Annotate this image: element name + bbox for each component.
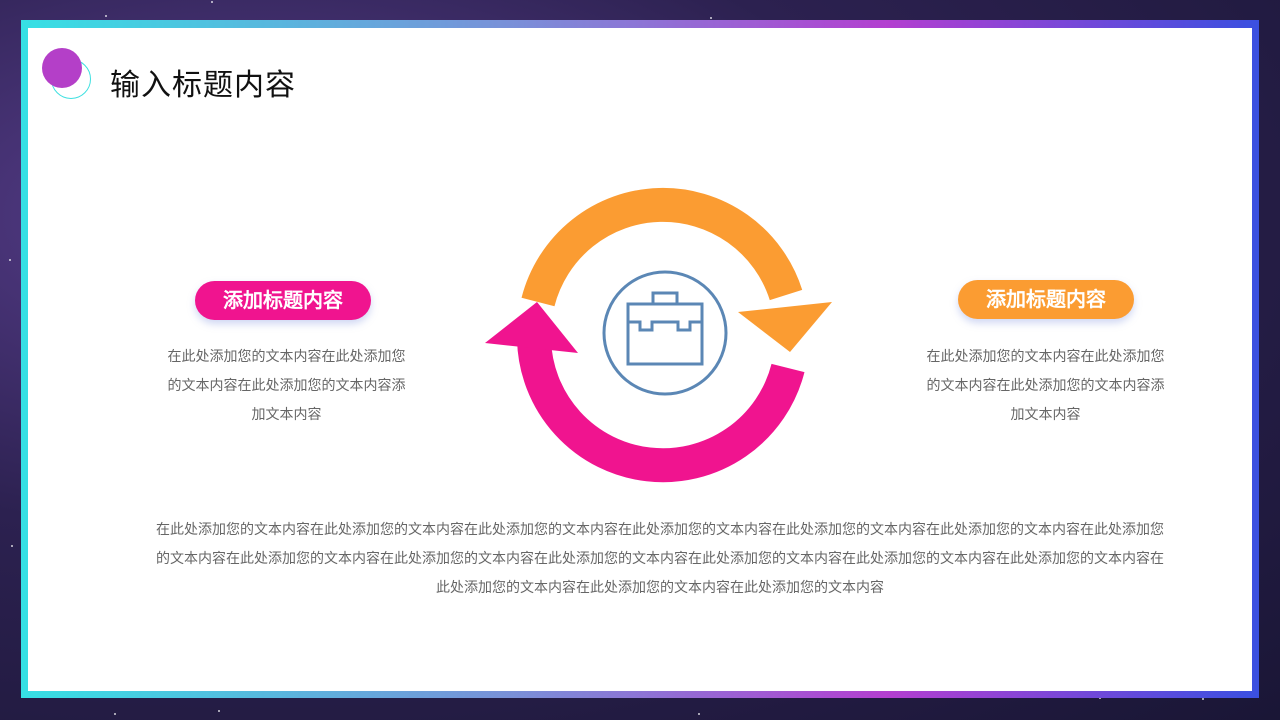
- pink-arrow-arc: [517, 338, 805, 483]
- star: [104, 15, 107, 18]
- star: [218, 709, 221, 712]
- right-heading-pill: 添加标题内容: [958, 280, 1134, 319]
- orange-arrow-arc: [521, 187, 803, 307]
- star: [709, 17, 712, 20]
- right-text: 在此处添加您的文本内容在此处添加您的文本内容在此处添加您的文本内容添加文本内容: [926, 349, 1165, 423]
- pink-arrowhead: [485, 302, 578, 353]
- star: [697, 712, 700, 715]
- star: [1098, 697, 1101, 700]
- bottom-text: 在此处添加您的文本内容在此处添加您的文本内容在此处添加您的文本内容在此处添加您的…: [156, 522, 1164, 596]
- star: [114, 713, 117, 716]
- star: [8, 259, 11, 262]
- star: [1202, 698, 1205, 701]
- star: [210, 0, 213, 3]
- left-heading-pill: 添加标题内容: [195, 281, 371, 320]
- star: [10, 544, 13, 547]
- page-title: 输入标题内容: [110, 68, 296, 103]
- briefcase-icon: [602, 270, 728, 396]
- orange-arrowhead: [738, 302, 832, 352]
- slide: [28, 28, 1252, 691]
- logo-circle-icon: [42, 48, 82, 88]
- left-text: 在此处添加您的文本内容在此处添加您的文本内容在此处添加您的文本内容添加文本内容: [167, 349, 406, 423]
